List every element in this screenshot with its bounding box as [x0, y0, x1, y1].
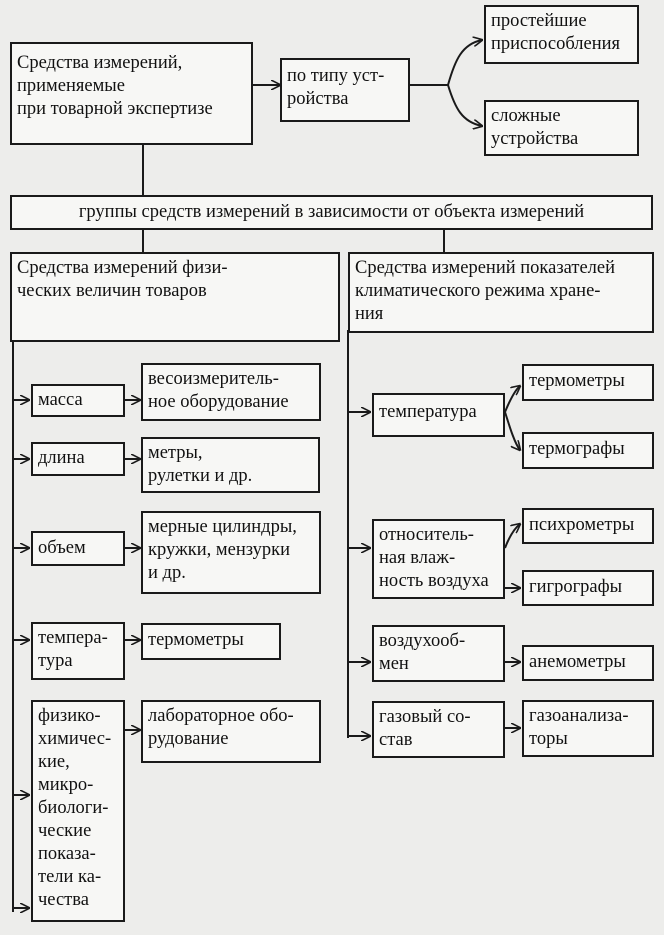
param-temperature-right: температура — [372, 393, 505, 437]
tool-measuring-cylinders: мерные цилиндры, кружки, мензурки и др. — [141, 511, 321, 594]
tool-meters: метры, рулетки и др. — [141, 437, 320, 493]
physical-quantities-box: Средства измерений физи- ческих величин … — [10, 252, 340, 342]
tool-thermographs: термографы — [522, 432, 654, 469]
groups-banner: группы средств измерений в зависимости о… — [10, 195, 653, 230]
param-mass: масса — [31, 384, 125, 417]
param-air-exchange: воздухооб- мен — [372, 625, 505, 682]
param-temperature-left: темпера- тура — [31, 622, 125, 680]
param-volume: объем — [31, 531, 125, 566]
simple-devices-box: простейшие приспособления — [484, 5, 639, 64]
param-relative-humidity: относитель- ная влаж- ность воздуха — [372, 519, 505, 599]
tool-thermometers-right: термометры — [522, 364, 654, 401]
by-type-box: по типу уст- ройства — [280, 58, 410, 122]
tool-gas-analyzers: газоанализа- торы — [522, 700, 654, 757]
param-length: длина — [31, 442, 125, 476]
complex-devices-box: сложные устройства — [484, 100, 639, 156]
climate-regime-box: Средства измерений показателей климатиче… — [348, 252, 654, 333]
tool-anemometers: анемометры — [522, 645, 654, 681]
tool-thermometers-left: термометры — [141, 623, 281, 660]
param-physicochemical: физико- химичес- кие, микро- биологи- че… — [31, 700, 125, 922]
tool-laboratory-equipment: лабораторное обо- рудование — [141, 700, 321, 763]
param-gas-composition: газовый со- став — [372, 701, 505, 758]
tool-hygrographs: гигрографы — [522, 570, 654, 606]
tool-weighing-equipment: весоизмеритель- ное оборудование — [141, 363, 321, 421]
tool-psychrometers: психрометры — [522, 508, 654, 544]
root-box: Средства измерений, применяемые при това… — [10, 42, 253, 145]
